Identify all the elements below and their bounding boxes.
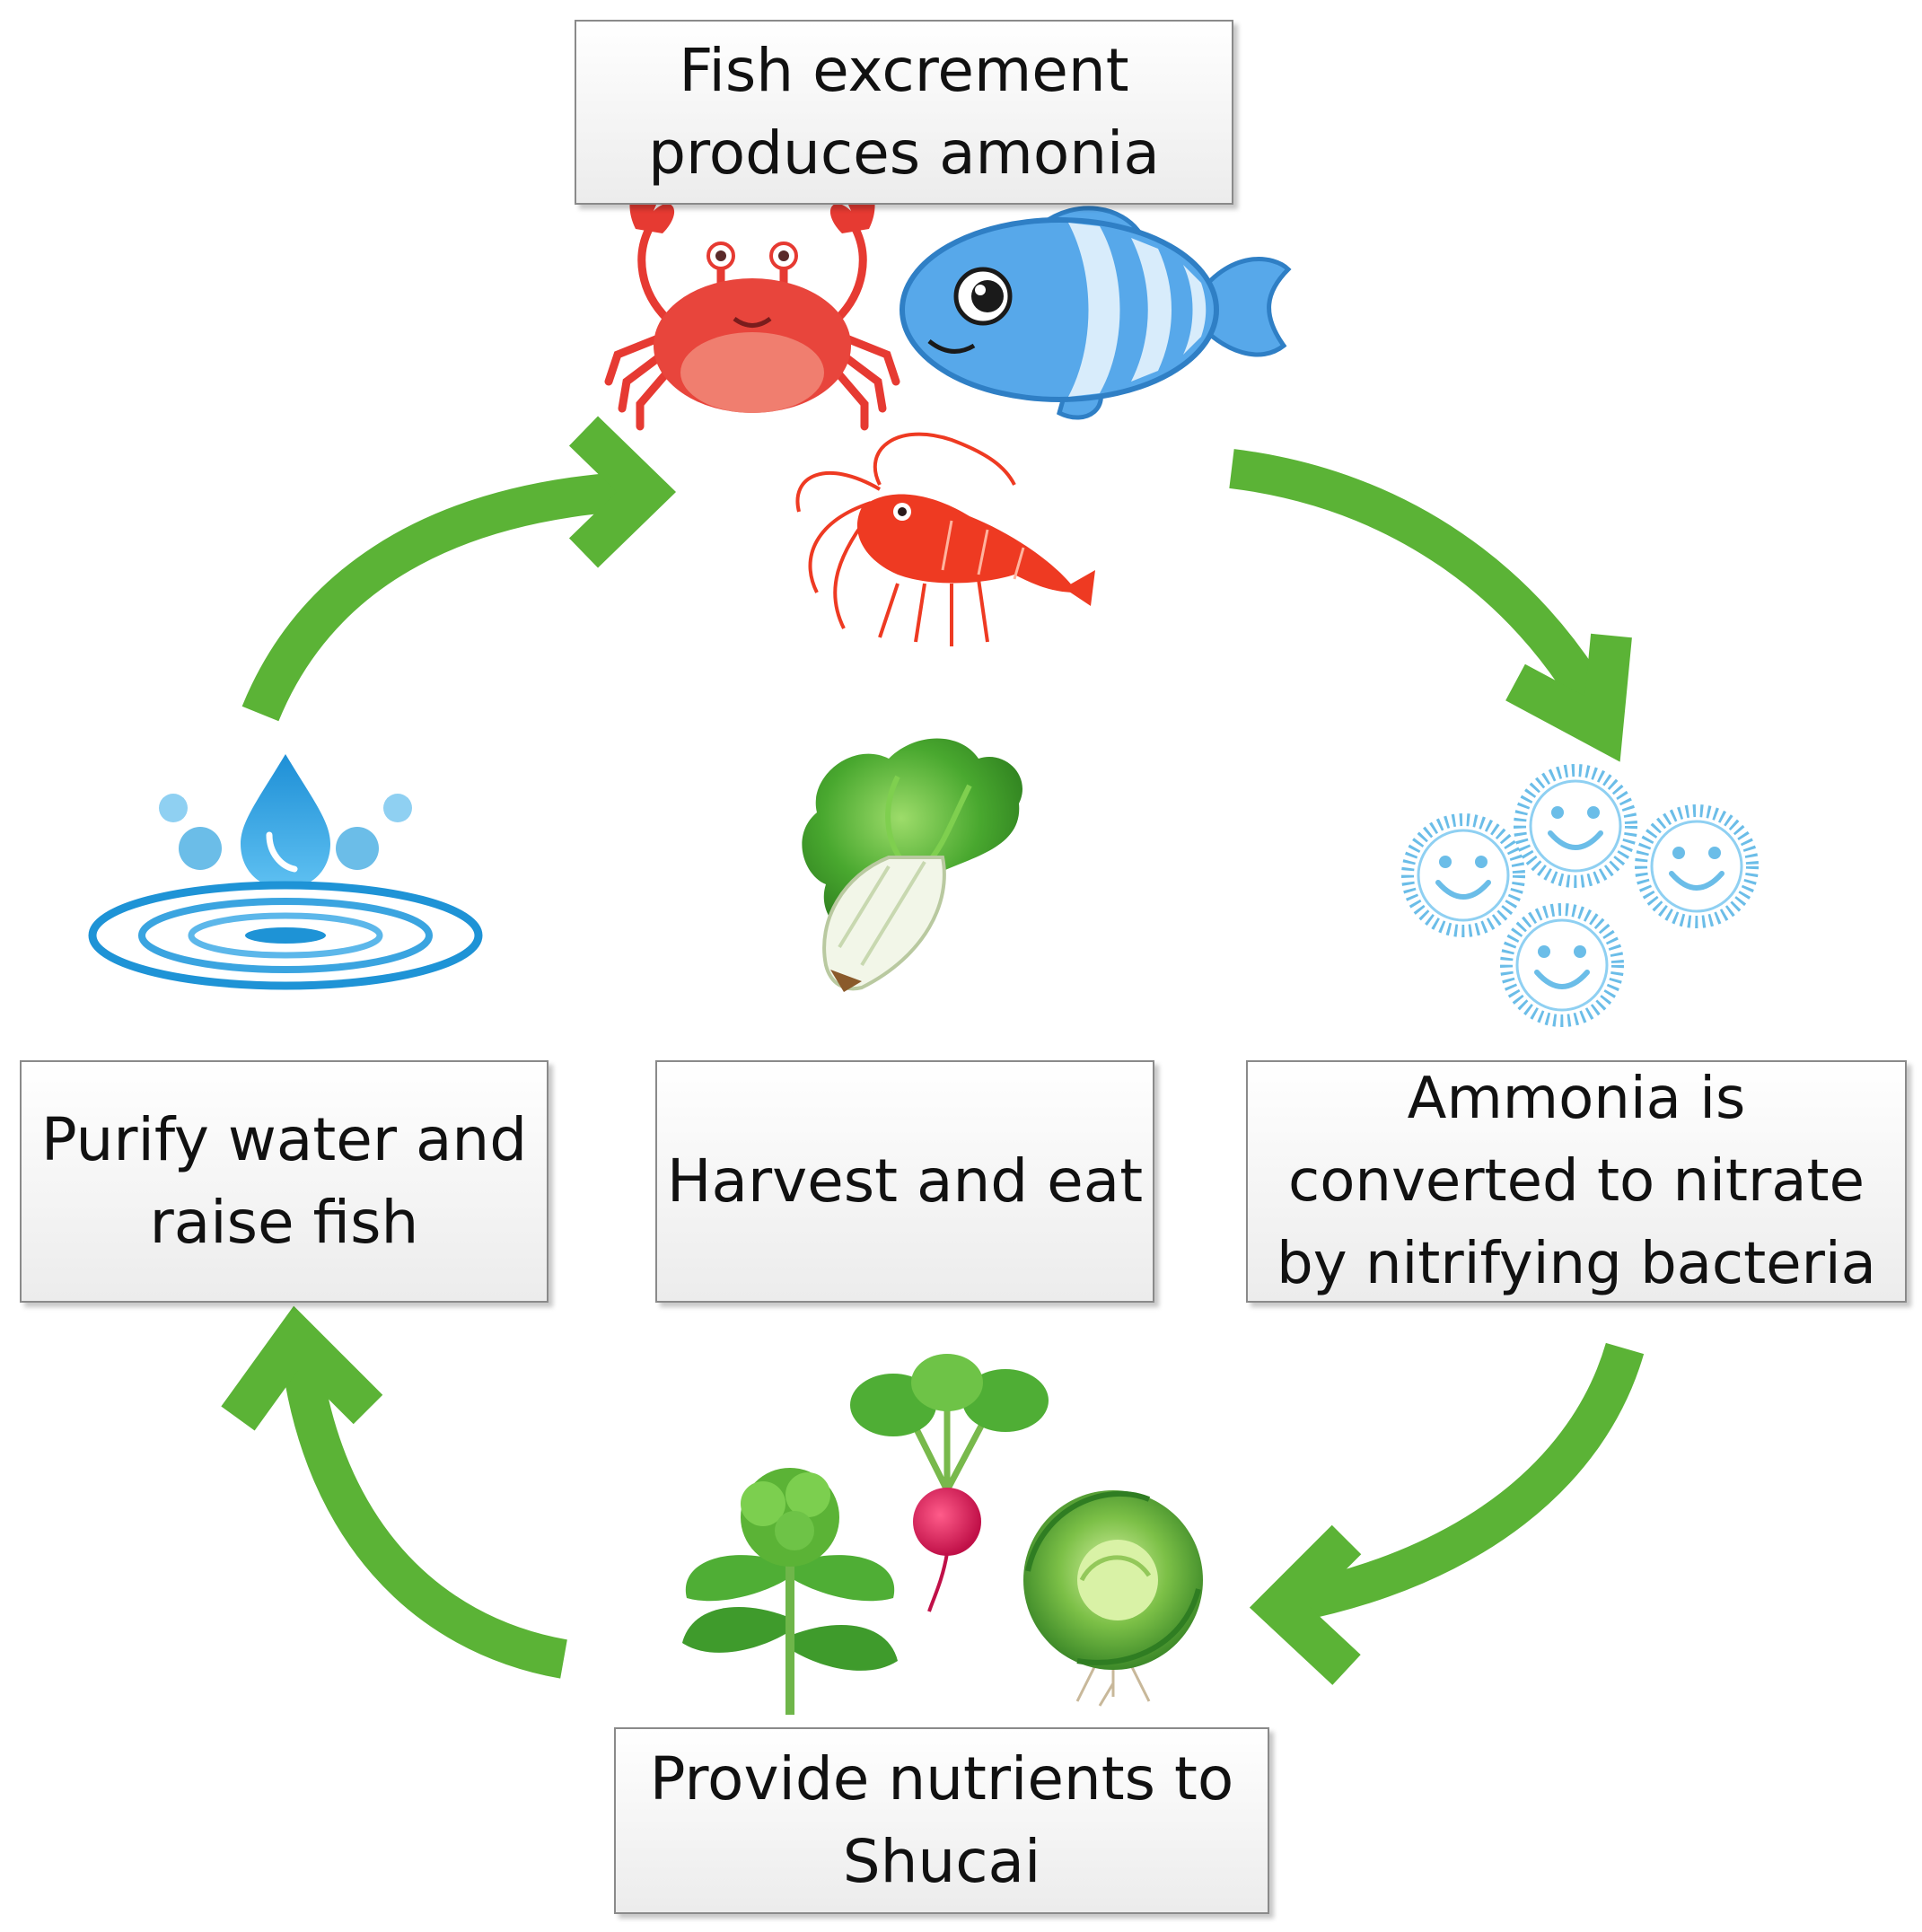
shrimp-icon <box>795 432 1095 646</box>
bacteria-icon <box>1401 764 1759 1027</box>
step-nitrification-box: Ammonia is converted to nitrate by nitri… <box>1246 1060 1907 1303</box>
fish-icon <box>900 206 1292 420</box>
bok-choy-icon <box>802 738 1022 992</box>
step-text-line: Fish excrement <box>679 36 1129 105</box>
step-purify-water-box: Purify water and raise fish <box>20 1060 549 1303</box>
step-text-line: Provide nutrients to <box>649 1744 1234 1813</box>
arrow-right-to-bottom <box>1249 1342 1645 1685</box>
step-text-line: by nitrifying bacteria <box>1277 1231 1876 1297</box>
step-text-line: Ammonia is <box>1407 1066 1746 1132</box>
step-fish-excrement-box: Fish excrement produces amonia <box>575 20 1233 205</box>
step-text-line: Purify water and <box>40 1105 528 1174</box>
step-text-line: produces amonia <box>648 119 1160 188</box>
crab-icon <box>604 174 900 431</box>
step-harvest-box: Harvest and eat <box>655 1060 1154 1303</box>
step-text-line: converted to nitrate <box>1288 1148 1865 1215</box>
step-provide-nutrients-box: Provide nutrients to Shucai <box>614 1727 1269 1914</box>
water-drop-icon <box>88 754 483 990</box>
vegetables-icon <box>682 1354 1203 1715</box>
arrow-top-to-right <box>1229 449 1632 762</box>
step-text-line: raise fish <box>149 1188 419 1257</box>
step-text-line: Shucai <box>842 1827 1041 1896</box>
arrow-left-to-top <box>241 416 677 722</box>
arrow-bottom-to-left <box>221 1305 567 1679</box>
step-text-line: Harvest and eat <box>666 1146 1144 1216</box>
